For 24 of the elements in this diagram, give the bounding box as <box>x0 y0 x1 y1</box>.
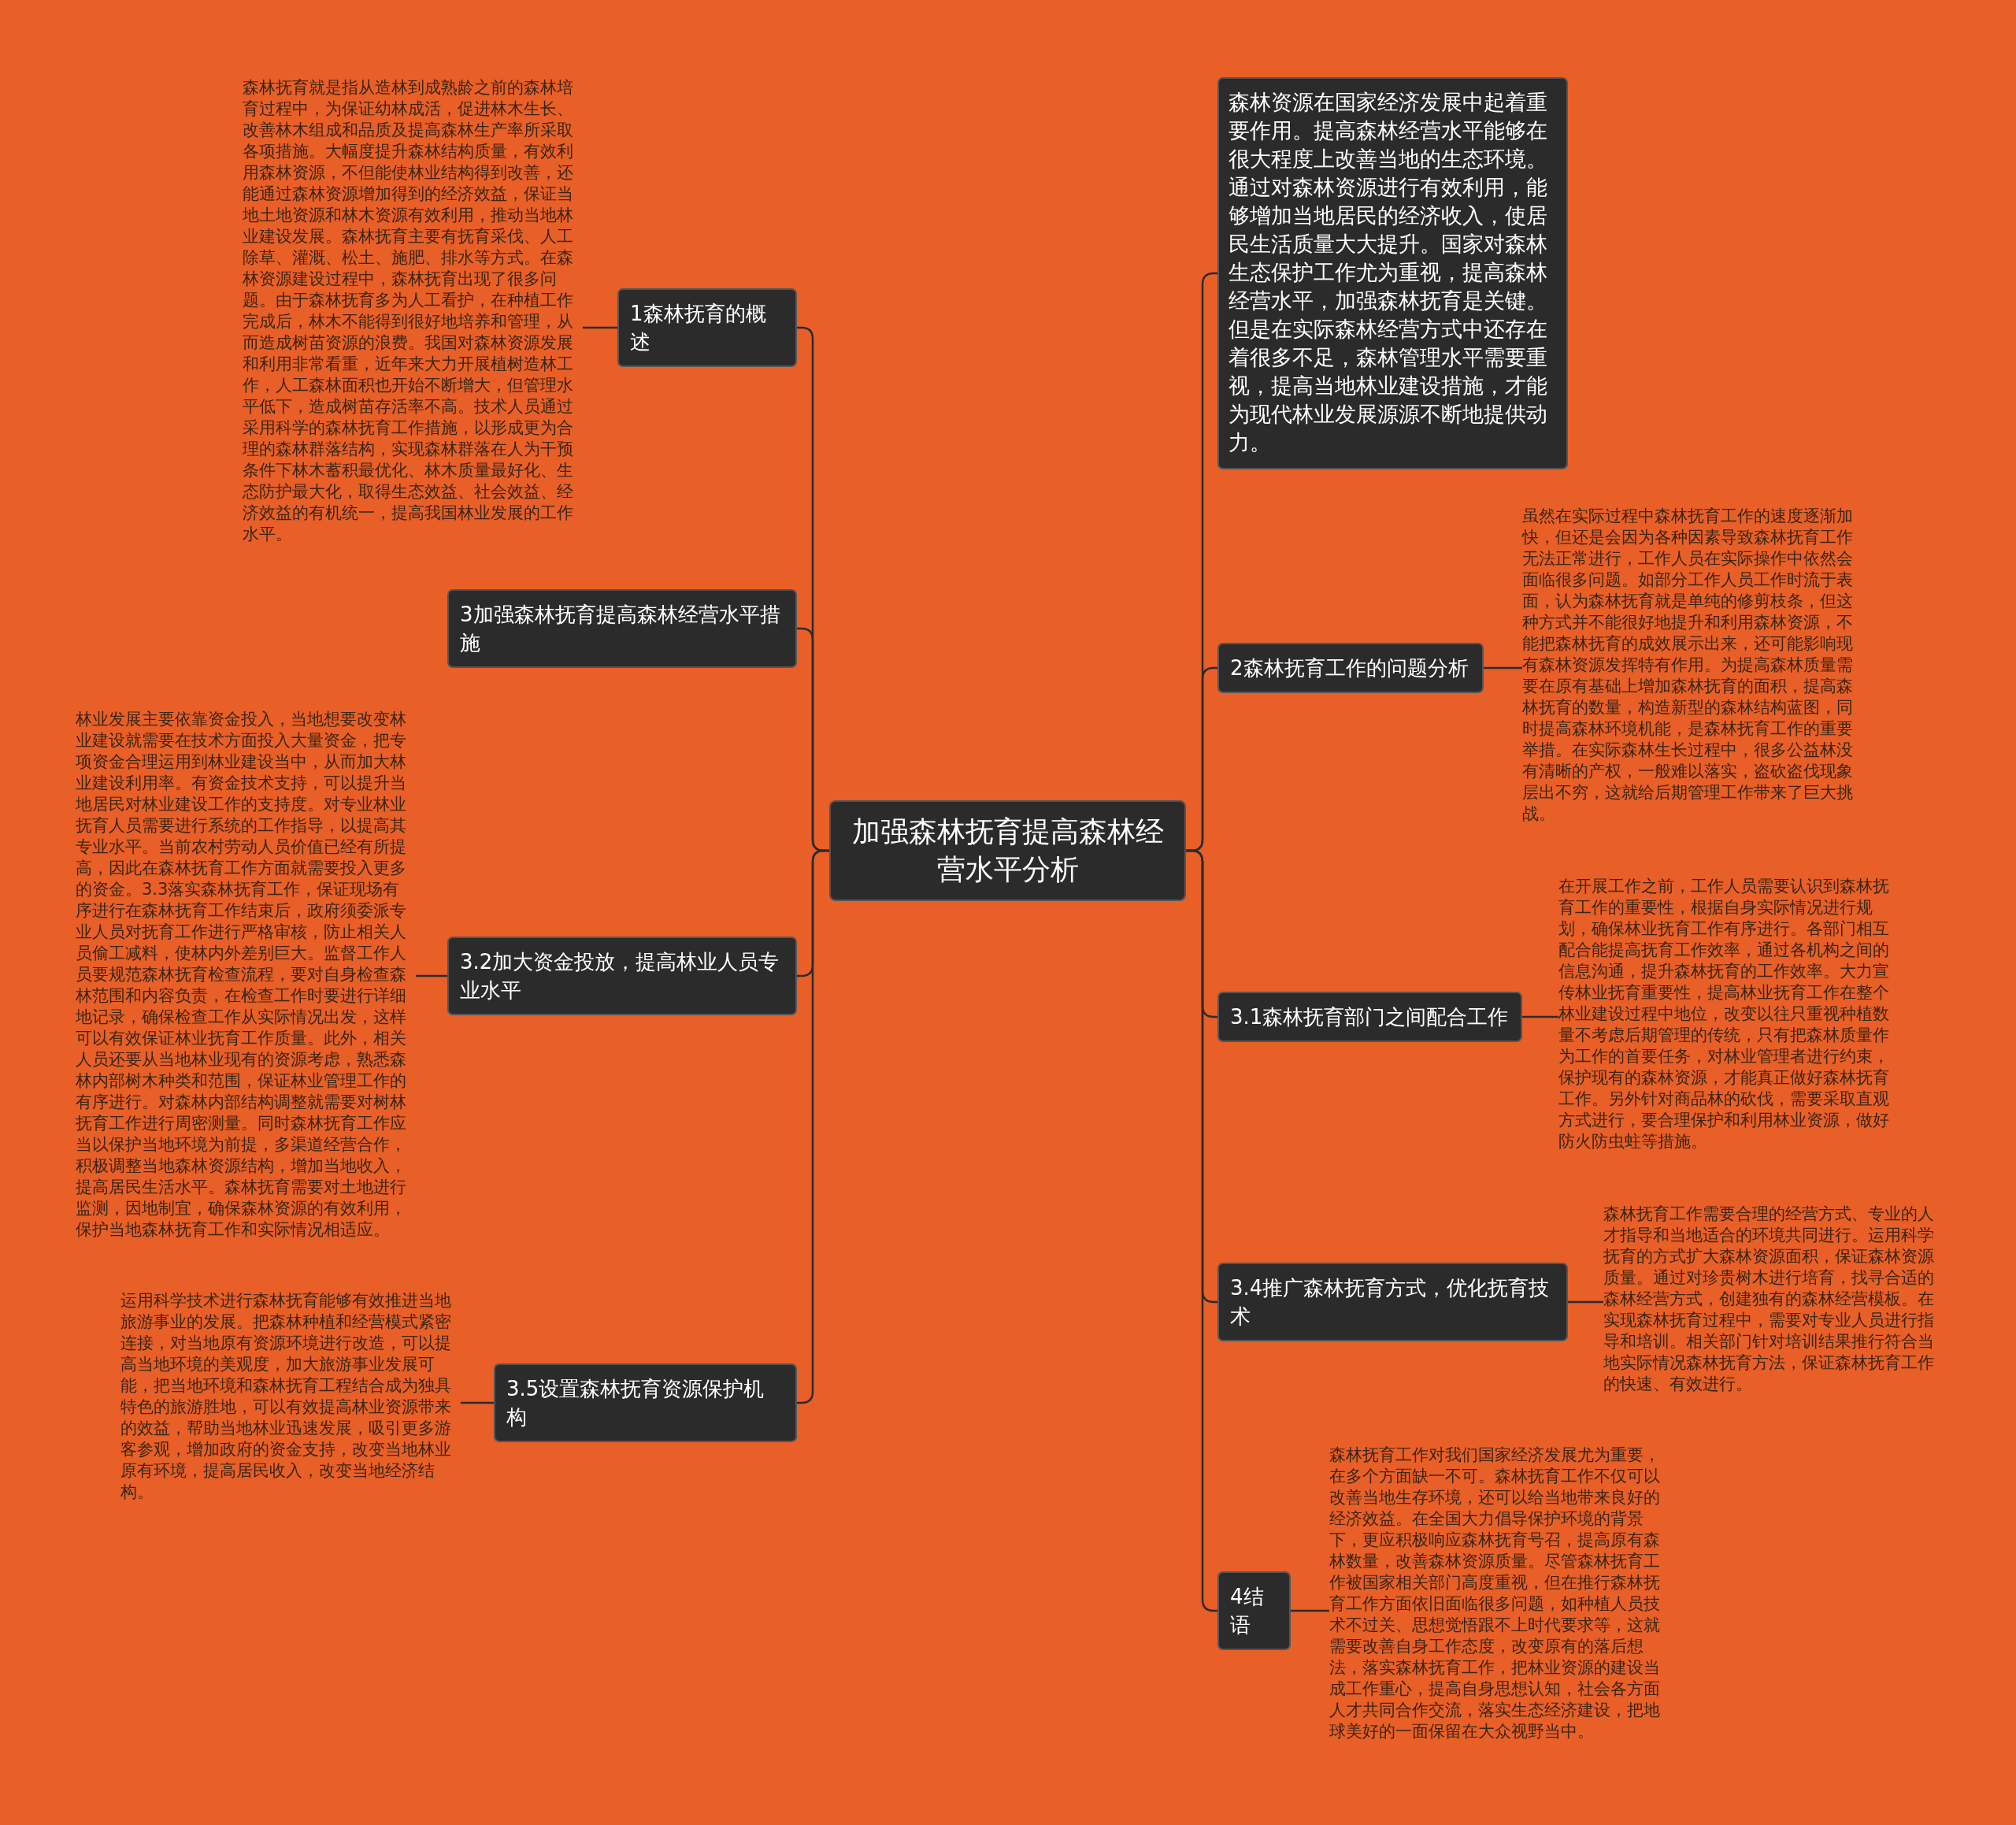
note-text: 林业发展主要依靠资金投入，当地想要改变林业建设就需要在技术方面投入大量资金，把专项资金合理运用到林业建设当中，从而加大林业建设利用率。有资金技术支持，可以提升当地居民对林业建设工作的支持度。对专业林业抚育人员需要进行系统的工作指导，以提高其专业水平。当前农村劳动人员价值已经有所提高，因此在森林抚育工作方面就需要投入更多的资金。3.3落实森林抚育工作，保证现场有序进行在森林抚育工作结束后，政府须委派专业人员对抚育工作进行严格审核，防止相关人员偷工减料，使林内外差别巨大。监督工作人员要规范森林抚育检查流程，要对自身检查森林范围和内容负责，在检查工作时要进行详细地记录，确保检查工作从实际情况出发，这样可以有效保证林业抚育工作质量。此外，相关人员还要从当地林业现有的资源考虑，熟悉森林内部树木种类和范围，保证林业管理工作的有序进行。对森林内部结构调整就需要对树林抚育工作进行周密测量。同时森林抚育工作应当以保护当地环境为前提，多渠道经营合作，积极调整当地森林资源结构，增加当地收入，提高居民生活水平。森林抚育需要对土地进行监测，因地制宜，确保森林资源的有效利用，保护当地森林抚育工作和实际情况相适应。 <box>76 709 416 1241</box>
topic-box: 3加强森林抚育提高森林经营水平措施 <box>447 589 797 668</box>
note-text: 在开展工作之前，工作人员需要认识到森林抚育工作的重要性，根据自身实际情况进行规划，确保林业抚育工作有序进行。各部门相互配合能提高抚育工作效率，通过各机构之间的信息沟通，提升森林抚育的工作效率。大力宣传林业抚育重要性，提高林业抚育工作在整个林业建设过程中地位，改变以往只重视种植数量不考虑后期管理的传统，只有把森林质量作为工作的首要任务，对林业管理者进行约束，保护现有的森林资源，才能真正做好森林抚育工作。另外针对商品林的砍伐，需要采取直观方式进行，要合理保护和利用林业资源，做好防火防虫蛀等措施。 <box>1558 876 1899 1152</box>
topic-box: 4结语 <box>1217 1571 1291 1650</box>
connector-line <box>1522 1015 1558 1018</box>
note-text: 森林抚育就是指从造林到成熟龄之前的森林培育过程中，为保证幼林成活，促进林木生长、改善林木组成和品质及提高森林生产率所采取各项措施。大幅度提升森林结构质量，有效利用森林资源，不但能使林业结构得到改善，还能通过森林资源增加得到的经济效益，保证当地土地资源和林木资源有效利用，推动当地林业建设发展。森林抚育主要有抚育采伐、人工除草、灌溉、松土、施肥、排水等方式。在森林资源建设过程中，森林抚育出现了很多问题。由于森林抚育多为人工看护，在种植工作完成后，林木不能得到很好地培养和管理，从而造成树苗资源的浪费。我国对森林资源发展和利用非常看重，近年来大力开展植树造林工作，人工森林面积也开始不断增大，但管理水平低下，造成树苗存活率不高。技术人员通过采用科学的森林抚育工作措施，以形成更为合理的森林群落结构，实现森林群落在人为干预条件下林木蓄积最优化、林木质量最好化、生态防护最大化，取得生态效益、社会效益、经济效益的有机统一，提高我国林业发展的工作水平。 <box>243 77 583 545</box>
connector-line <box>1568 1300 1603 1304</box>
topic-box: 3.1森林抚育部门之间配合工作 <box>1217 992 1522 1042</box>
central-topic-box: 加强森林抚育提高森林经营水平分析 <box>829 800 1186 901</box>
connector-line <box>1291 1609 1329 1612</box>
topic-box: 森林资源在国家经济发展中起着重要作用。提高森林经营水平能够在很大程度上改善当地的生态环境。通过对森林资源进行有效利用，能够增加当地居民的经济收入，使居民生活质量大大提升。国家对森林生态保护工作尤为重视，提高森林经营水平，加强森林抚育是关键。但是在实际森林经营方式中还存在着很多不足，森林管理水平需要重视，提高当地林业建设措施，才能为现代林业发展源源不断地提供动力。 <box>1217 77 1568 469</box>
topic-box: 2森林抚育工作的问题分析 <box>1217 643 1484 693</box>
topic-box: 1森林抚育的概述 <box>617 288 797 367</box>
note-text: 森林抚育工作需要合理的经营方式、专业的人才指导和当地适合的环境共同进行。运用科学抚育的方式扩大森林资源面积，保证森林资源质量。通过对珍贵树木进行培育，找寻合适的森林经营方式，创建独有的森林经营模板。在实现森林抚育过程中，需要对专业人员进行指导和培训。相关部门针对培训结果推行符合当地实际情况森林抚育方法，保证森林抚育工作的快速、有效进行。 <box>1603 1204 1944 1395</box>
note-text: 森林抚育工作对我们国家经济发展尤为重要，在多个方面缺一不可。森林抚育工作不仅可以改善当地生存环境，还可以给当地带来良好的经济效益。在全国大力倡导保护环境的背景下，更应积极响应森林抚育号召，提高原有森林数量，改善森林资源质量。尽管森林抚育工作被国家相关部门高度重视，但在推行森林抚育工作方面依旧面临很多问题，如种植人员技术不过关、思想觉悟跟不上时代要求等，这就需要改善自身工作态度，改变原有的落后想法，落实森林抚育工作，把林业资源的建设当成工作重心，提高自身思想认知，社会各方面人才共同合作交流，落实生态经济建设，把地球美好的一面保留在大众视野当中。 <box>1329 1445 1670 1742</box>
connector-line <box>416 974 447 977</box>
note-text: 运用科学技术进行森林抚育能够有效推进当地旅游事业的发展。把森林种植和经营模式紧密连接，对当地原有资源环境进行改造，可以提高当地环境的美观度，加大旅游事业发展可能，把当地环境和森林抚育工程结合成为独具特色的旅游胜地，可以有效提高林业资源带来的效益，帮助当地林业迅速发展，吸引更多游客参观，增加政府的资金支持，改变当地林业原有环境，提高居民收入，改变当地经济结构。 <box>120 1290 461 1503</box>
topic-box: 3.4推广森林抚育方式，优化抚育技术 <box>1217 1263 1568 1341</box>
connector-line <box>583 326 617 329</box>
note-text: 虽然在实际过程中森林抚育工作的速度逐渐加快，但还是会因为各种因素导致森林抚育工作无法正常进行，工作人员在实际操作中依然会面临很多问题。如部分工作人员工作时流于表面，认为森林抚育就是单纯的修剪枝条，但这种方式并不能很好地提升和利用森林资源，不能把森林抚育的成效展示出来，还可能影响现有森林资源发挥特有作用。为提高森林质量需要在原有基础上增加森林抚育的面积，提高森林抚育的数量，构造新型的森林结构蓝图，同时提高森林环境机能，是森林抚育工作的重要举措。在实际森林生长过程中，很多公益林没有清晰的产权，一般难以落实，盗砍盗伐现象层出不穷，这就给后期管理工作带来了巨大挑战。 <box>1522 506 1862 825</box>
connector-line <box>461 1401 494 1404</box>
connector-line <box>1484 666 1522 670</box>
topic-box: 3.5设置森林抚育资源保护机构 <box>494 1363 797 1442</box>
topic-box: 3.2加大资金投放，提高林业人员专业水平 <box>447 937 797 1015</box>
